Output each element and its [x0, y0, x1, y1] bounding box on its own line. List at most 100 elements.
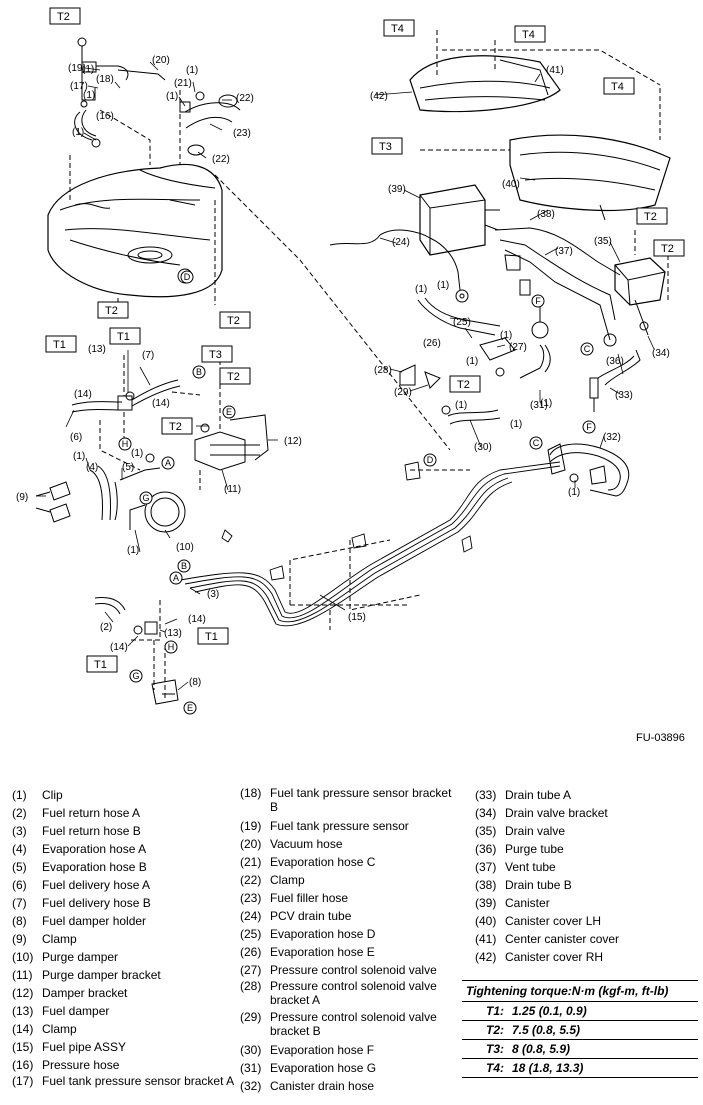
canister [419, 184, 500, 256]
legend-item-label: Canister cover RH [505, 950, 604, 964]
parts-legend-column-2: (18)Fuel tank pressure sensor bracket B(… [240, 786, 462, 1095]
legend-item-number: (2) [12, 806, 27, 820]
svg-text:G: G [142, 493, 149, 503]
connector-h: H [164, 640, 178, 654]
svg-text:H: H [168, 642, 175, 652]
torque-value: 7.5 (0.8, 5.5) [512, 1023, 581, 1037]
legend-item-label: Fuel tank pressure sensor [270, 819, 409, 833]
tag-t2: T2 [653, 239, 685, 257]
tag-t4: T4 [383, 19, 415, 37]
callout-1: (1) [72, 127, 84, 138]
callout-40: (40) [502, 179, 520, 190]
legend-item-number: (16) [12, 1058, 34, 1072]
connector-f: F [531, 294, 545, 308]
svg-text:T2: T2 [169, 421, 182, 433]
svg-text:T1: T1 [205, 631, 218, 643]
legend-item: (18) Fuel tank pressure sensor bracket B [240, 786, 462, 817]
legend-item: (13)Fuel damper [12, 1002, 237, 1020]
legend-item-label: Drain tube B [505, 878, 572, 892]
callout-1: (1) [415, 284, 427, 295]
legend-item-number: (18) [240, 786, 262, 800]
connector-b: B [177, 559, 191, 573]
callout-11: (11) [224, 484, 241, 495]
tag-t1: T1 [86, 655, 118, 673]
legend-item: (19) Fuel tank pressure sensor [240, 817, 462, 835]
svg-text:T2: T2 [457, 379, 470, 391]
callout-34: (34) [652, 348, 670, 359]
legend-item: (34) Drain valve bracket [475, 804, 695, 822]
callout-1: (1) [83, 90, 95, 101]
legend-item-number: (36) [475, 842, 497, 856]
callout-1: (1) [186, 65, 198, 76]
legend-item-label: Purge damper [42, 950, 119, 964]
legend-item-label: Clamp [42, 1022, 77, 1036]
legend-item-label: Fuel return hose B [42, 824, 141, 838]
legend-item-number: (35) [475, 824, 497, 838]
torque-row: T2: 7.5 (0.8, 5.5) [462, 1021, 698, 1040]
legend-item: (6)Fuel delivery hose A [12, 876, 237, 894]
callout-8: (8) [189, 677, 201, 688]
torque-title: Tightening torque:N·m (kgf-m, ft-lb) [462, 980, 698, 1002]
legend-item: (17)Fuel tank pressure sensor bracket A [12, 1074, 237, 1105]
svg-text:T2: T2 [227, 371, 240, 383]
legend-item-number: (4) [12, 842, 27, 856]
callout-19: (19) [68, 63, 86, 74]
legend-item-label: Canister [505, 896, 550, 910]
svg-text:T2: T2 [57, 11, 70, 23]
callout-17: (17) [70, 81, 88, 92]
callout-18: (18) [96, 74, 114, 85]
torque-row: T4:18 (1.8, 13.3) [462, 1059, 698, 1078]
connector-labels: D B E H A G B A H G E F C F C D [118, 270, 596, 715]
legend-item: (2) Fuel return hose A [12, 804, 237, 822]
legend-item-number: (27) [240, 963, 262, 977]
torque-value: 1.25 (0.1, 0.9) [512, 1004, 587, 1018]
legend-item: (26)Evaporation hose E [240, 943, 462, 961]
legend-item-label: Drain valve bracket [505, 806, 608, 820]
connector-c: C [580, 342, 594, 356]
tag-t1: T1 [197, 627, 229, 645]
legend-item-number: (19) [240, 819, 262, 833]
drain-tube-a [589, 349, 641, 412]
callout-14: (14) [188, 614, 206, 625]
svg-text:D: D [184, 272, 191, 282]
legend-item-label: Purge tube [505, 842, 564, 856]
part-callouts: (1)(1)(1)(1)(1)(1)(1)(1)(1)(1)(1)(1)(1)(… [16, 55, 670, 688]
legend-item-label: Fuel delivery hose A [42, 878, 151, 892]
legend-item: (37)Vent tube [475, 858, 695, 876]
drain-valve [603, 257, 666, 347]
svg-text:T4: T4 [522, 29, 535, 41]
legend-item-number: (34) [475, 806, 497, 820]
tag-t3: T3 [201, 345, 233, 363]
torque-key: T2: [486, 1023, 504, 1037]
connector-g: G [129, 669, 143, 683]
tag-t4: T4 [603, 77, 635, 95]
legend-item-label: Clamp [270, 873, 305, 887]
legend-item-label: Fuel return hose A [42, 806, 141, 820]
callout-1: (1) [73, 451, 85, 462]
callout-1: (1) [127, 545, 139, 556]
legend-item-label: Drain valve [505, 824, 566, 838]
callout-32: (32) [603, 432, 621, 443]
torque-key: T1: [486, 1004, 504, 1018]
legend-item-label: Fuel pipe ASSY [42, 1040, 127, 1054]
legend-item-number: (33) [475, 788, 497, 802]
tag-t2: T2 [161, 417, 193, 435]
callout-24: (24) [392, 237, 410, 248]
svg-text:A: A [173, 573, 179, 583]
legend-item: (1)Clip [12, 786, 237, 804]
connector-d: D [423, 453, 437, 467]
filler-hose-assembly [179, 91, 241, 156]
legend-item-label: Fuel tank pressure sensor bracket B [270, 786, 452, 814]
legend-item: (38)Drain tube B [475, 876, 695, 894]
svg-text:E: E [226, 407, 232, 417]
callout-22: (22) [212, 154, 230, 165]
legend-item: (35) Drain valve [475, 822, 695, 840]
callout-29: (29) [394, 387, 412, 398]
legend-item-label: Evaporation hose C [270, 855, 376, 869]
legend-item: (29)Pressure control solenoid valve brac… [240, 1010, 462, 1041]
legend-item-number: (8) [12, 914, 27, 928]
legend-item-label: Vent tube [505, 860, 556, 874]
svg-text:C: C [533, 438, 540, 448]
legend-item-number: (12) [12, 986, 34, 1000]
connector-d: D [180, 270, 194, 284]
